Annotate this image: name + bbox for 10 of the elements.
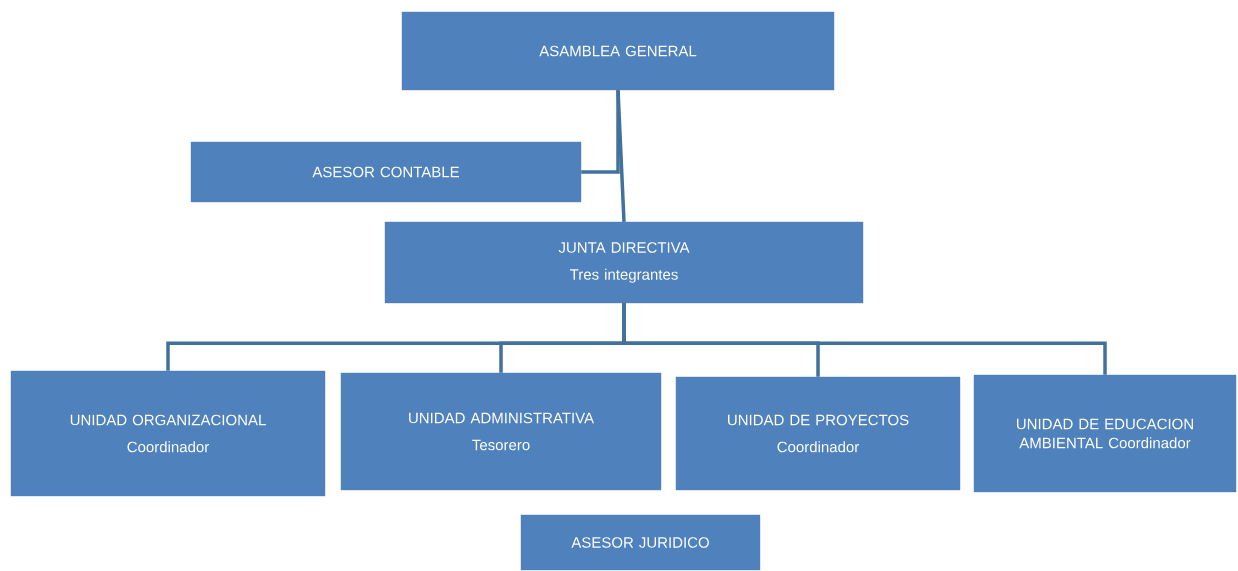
org-box: UNIDAD ORGANIZACIONAL Coordinador bbox=[10, 370, 326, 497]
org-box: ASESOR CONTABLE bbox=[190, 141, 582, 203]
connector-line bbox=[622, 303, 1107, 375]
connector-line bbox=[581, 90, 620, 174]
org-box: UNIDAD DE PROYECTOS Coordinador bbox=[675, 376, 961, 491]
org-box: UNIDAD DE EDUCACION AMBIENTAL Coordinador bbox=[973, 374, 1237, 493]
org-box: ASESOR JURIDICO bbox=[520, 514, 761, 571]
org-box: ASAMBLEA GENERAL bbox=[401, 11, 835, 91]
org-box: UNIDAD ADMINISTRATIVA Tesorero bbox=[340, 372, 662, 491]
org-box: JUNTA DIRECTIVA Tres integrantes bbox=[384, 221, 864, 304]
